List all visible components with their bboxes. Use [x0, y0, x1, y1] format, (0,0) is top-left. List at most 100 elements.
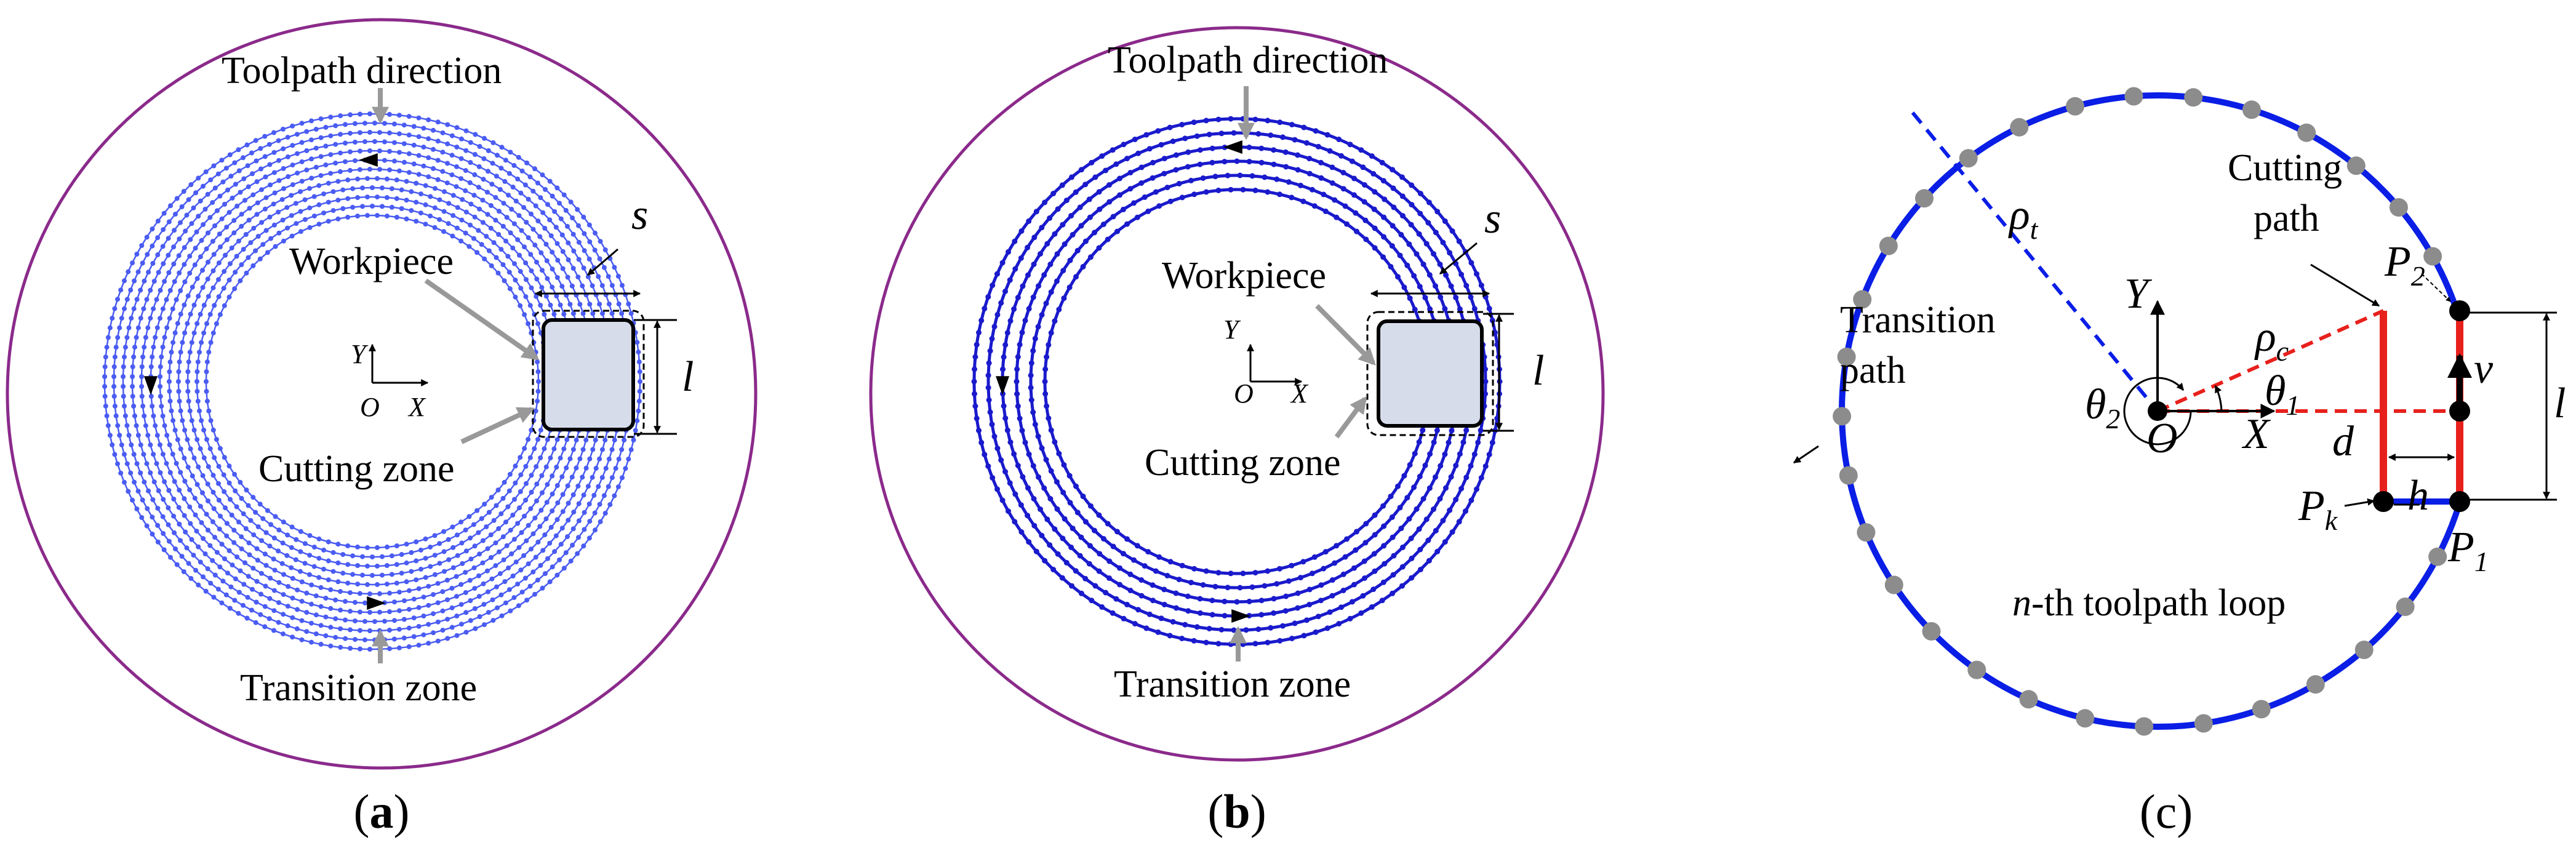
- toolpath-point: [1067, 257, 1073, 263]
- toolpath-point: [207, 311, 213, 317]
- toolpath-point: [515, 176, 521, 182]
- toolpath-point: [560, 509, 566, 514]
- toolpath-point: [1276, 566, 1282, 572]
- toolpath-point: [307, 553, 313, 558]
- toolpath-point: [1463, 282, 1470, 289]
- toolpath-point: [500, 223, 506, 229]
- toolpath-point: [335, 560, 341, 566]
- cutting-zone-label: Cutting zone: [1145, 442, 1341, 484]
- toolpath-point: [1041, 272, 1047, 278]
- toolpath-point: [158, 394, 163, 399]
- toolpath-point: [1100, 536, 1106, 542]
- toolpath-point: [280, 217, 286, 223]
- toolpath-point: [404, 178, 409, 184]
- toolpath-point: [343, 140, 348, 146]
- toolpath-point: [519, 228, 524, 233]
- toolpath-point: [223, 505, 228, 511]
- toolpath-point: [581, 214, 586, 220]
- toolpath-point: [561, 192, 567, 198]
- toolpath-point: [151, 306, 156, 311]
- toolpath-point: [600, 311, 605, 316]
- toolpath-point: [612, 265, 617, 270]
- toolpath-point: [182, 479, 188, 484]
- toolpath-point: [1197, 147, 1203, 153]
- toolpath-point: [545, 482, 550, 487]
- toolpath-point: [262, 154, 268, 159]
- toolpath-point: [1022, 439, 1028, 446]
- toolpath-point: [516, 213, 522, 218]
- toolpath-point: [1179, 122, 1185, 127]
- toolpath-point: [494, 584, 499, 590]
- toolpath-point: [441, 549, 447, 554]
- toolpath-point: [144, 523, 150, 529]
- toolpath-point: [568, 199, 574, 205]
- toolpath-point: [263, 562, 269, 568]
- toolpath-point: [367, 111, 372, 116]
- toolpath-point: [1012, 519, 1018, 525]
- toolpath-point: [459, 540, 465, 546]
- toolpath-point: [566, 500, 571, 506]
- toolpath-point: [126, 325, 132, 330]
- toolpath-point: [1127, 588, 1134, 593]
- toolpath-point: [281, 186, 286, 191]
- toolpath-point: [1349, 599, 1355, 605]
- toolpath-point: [380, 554, 385, 559]
- toolpath-point: [172, 428, 178, 433]
- toolpath-point: [280, 540, 286, 546]
- toolpath-point: [299, 579, 305, 585]
- toolpath-point: [446, 537, 451, 542]
- toolpath-point: [204, 511, 209, 517]
- toolpath-point: [212, 303, 217, 308]
- toolpath-point: [1127, 571, 1134, 577]
- toolpath-point: [626, 457, 631, 462]
- toolpath-point: [497, 186, 503, 192]
- toolpath-point: [121, 374, 126, 379]
- toolpath-point: [401, 141, 407, 146]
- toolpath-point: [382, 158, 387, 163]
- toolpath-point: [284, 205, 290, 210]
- toolpath-point: [202, 551, 208, 556]
- toolpath-point: [1372, 245, 1378, 251]
- toolpath-point: [243, 526, 249, 531]
- toolpath-point: [539, 285, 545, 290]
- toolpath-point: [1379, 159, 1385, 166]
- toolpath-point: [1015, 403, 1021, 409]
- toolpath-point: [1395, 274, 1401, 280]
- toolpath-point: [1197, 596, 1203, 602]
- toolpath-point: [593, 465, 599, 471]
- toolpath-point: [609, 475, 615, 481]
- toolpath-point: [1390, 572, 1396, 578]
- toolpath-point: [1025, 272, 1031, 278]
- toolpath-point: [182, 330, 188, 335]
- toolpath-point: [1033, 209, 1039, 215]
- toolpath-point: [538, 427, 543, 433]
- toolpath-point: [547, 579, 553, 585]
- toolpath-point: [362, 600, 367, 606]
- transition-point: [2297, 123, 2316, 142]
- toolpath-point: [450, 213, 456, 218]
- toolpath-point: [198, 254, 203, 260]
- toolpath-point: [115, 423, 121, 428]
- toolpath-point: [1300, 559, 1306, 565]
- toolpath-point: [1468, 260, 1474, 266]
- toolpath-point: [1026, 218, 1032, 224]
- toolpath-point: [258, 166, 263, 172]
- toolpath-point: [501, 557, 506, 562]
- toolpath-point: [1389, 243, 1395, 249]
- toolpath-point: [326, 539, 331, 545]
- toolpath-point: [558, 542, 564, 547]
- toolpath-point: [1411, 484, 1417, 490]
- toolpath-point: [166, 236, 171, 241]
- toolpath-point: [212, 185, 218, 191]
- toolpath-point: [536, 379, 541, 384]
- toolpath-point: [102, 364, 108, 369]
- toolpath-point: [367, 167, 372, 172]
- direction-arrowhead: [359, 153, 378, 167]
- toolpath-point: [1026, 539, 1032, 545]
- toolpath-point: [260, 242, 266, 247]
- toolpath-point: [1113, 596, 1119, 602]
- toolpath-point: [1482, 391, 1488, 397]
- toolpath-point: [1246, 145, 1252, 150]
- toolpath-point: [263, 195, 269, 201]
- toolpath-point: [1138, 577, 1145, 583]
